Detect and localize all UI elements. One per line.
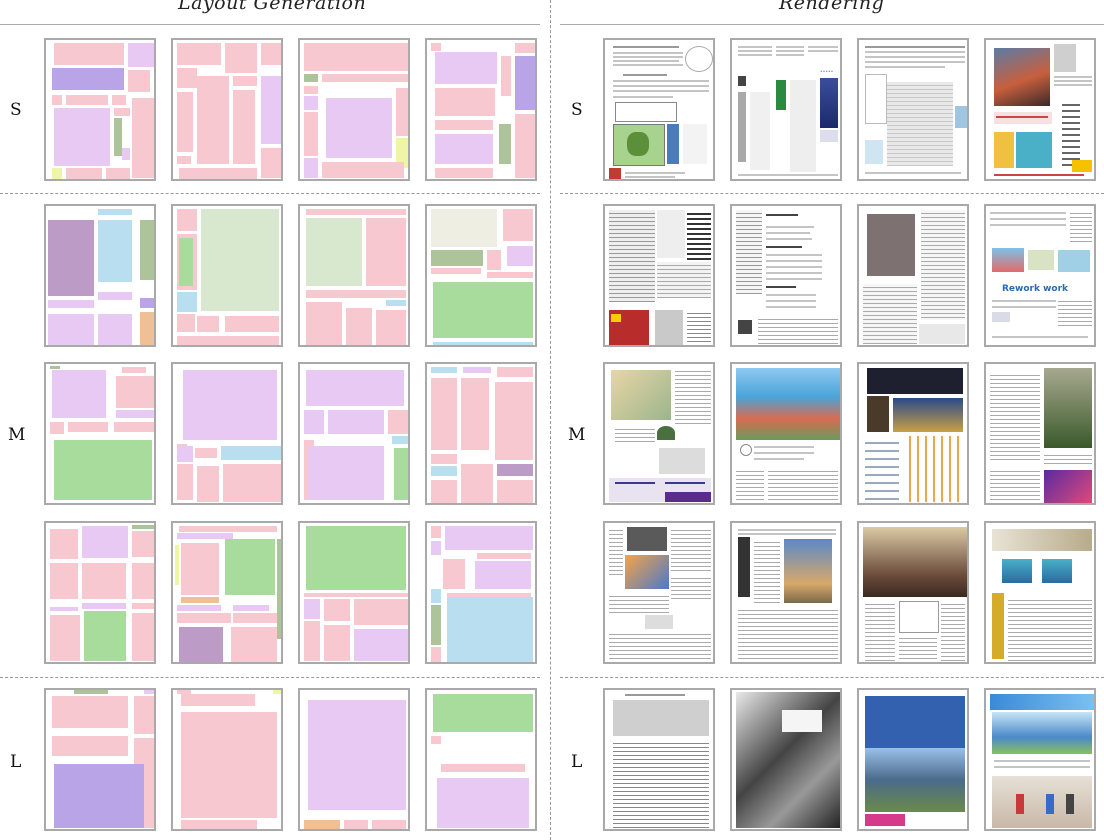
layout-thumbnail [171, 38, 283, 181]
row-label-s-left: S [10, 100, 22, 120]
rendered-page-thumbnail [984, 38, 1096, 181]
layout-thumbnail [425, 38, 537, 181]
layout-thumbnail [298, 38, 410, 181]
layout-thumbnail [44, 688, 156, 831]
rendered-page-thumbnail [984, 521, 1096, 664]
rendered-page-thumbnail [730, 204, 842, 347]
row-label-m-right: M [568, 425, 586, 445]
rendered-page-thumbnail [730, 521, 842, 664]
layout-thumbnail [298, 688, 410, 831]
divider-m-l-left [0, 677, 540, 678]
rendered-page-thumbnail [603, 204, 715, 347]
rework-work-title: Rework work [1002, 284, 1069, 294]
layout-thumbnail [171, 362, 283, 505]
rendered-page-thumbnail: Rework work [984, 204, 1096, 347]
row-label-l-left: L [10, 752, 22, 772]
rendered-page-thumbnail [857, 688, 969, 831]
rendered-page-thumbnail [857, 204, 969, 347]
rendered-page-thumbnail [603, 521, 715, 664]
center-divider [550, 0, 551, 840]
layout-thumbnail [298, 362, 410, 505]
rendered-page-thumbnail [984, 362, 1096, 505]
layout-thumbnail [171, 688, 283, 831]
divider-s-m-left [0, 193, 540, 194]
rendered-page-thumbnail [984, 688, 1096, 831]
layout-thumbnail [44, 362, 156, 505]
layout-generation-header: Layout Generation [178, 0, 367, 14]
layout-thumbnail [171, 204, 283, 347]
header-rule-left [0, 24, 540, 25]
rendered-page-thumbnail [603, 688, 715, 831]
rendered-page-thumbnail [730, 362, 842, 505]
layout-thumbnail [425, 688, 537, 831]
row-label-l-right: L [571, 752, 583, 772]
rendered-page-thumbnail [857, 38, 969, 181]
divider-s-m-right [560, 193, 1104, 194]
layout-thumbnail [44, 521, 156, 664]
rendered-page-thumbnail [603, 38, 715, 181]
layout-thumbnail [44, 204, 156, 347]
row-label-m-left: M [8, 425, 26, 445]
rendered-page-thumbnail [857, 521, 969, 664]
rendered-page-thumbnail [857, 362, 969, 505]
layout-thumbnail [44, 38, 156, 181]
layout-thumbnail [425, 362, 537, 505]
row-label-s-right: S [571, 100, 583, 120]
layout-thumbnail [425, 204, 537, 347]
layout-thumbnail [171, 521, 283, 664]
layout-thumbnail [298, 204, 410, 347]
layout-thumbnail [425, 521, 537, 664]
divider-m-l-right [560, 677, 1104, 678]
rendered-page-thumbnail [730, 688, 842, 831]
layout-thumbnail [298, 521, 410, 664]
rendered-page-thumbnail [603, 362, 715, 505]
rendering-header: Rendering [779, 0, 885, 14]
header-rule-right [560, 24, 1104, 25]
rendered-page-thumbnail: ····· [730, 38, 842, 181]
